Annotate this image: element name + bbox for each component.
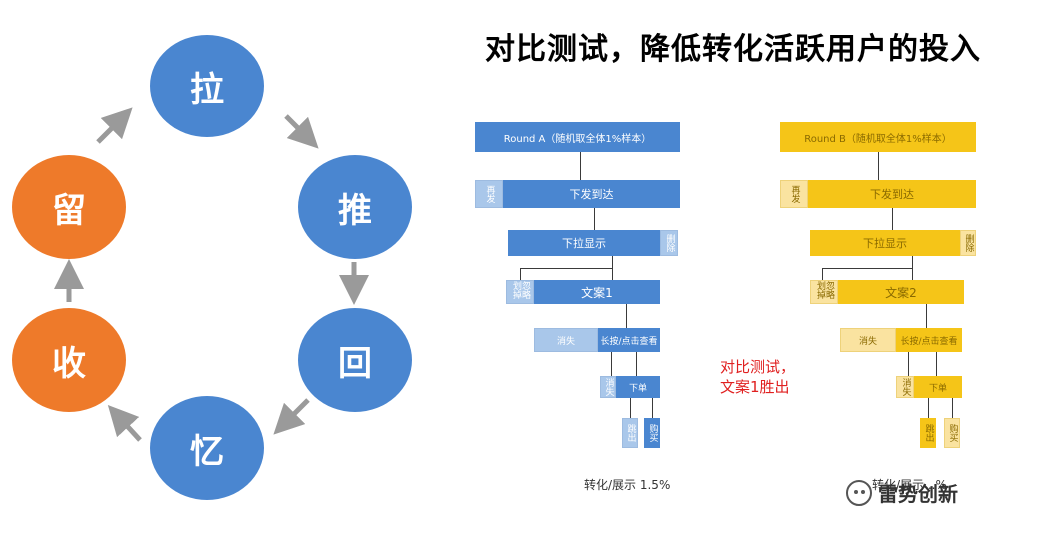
node-hui: 回 xyxy=(298,308,412,412)
node-yi: 忆 xyxy=(150,396,264,500)
funnel-b-connector xyxy=(822,268,823,280)
node-tui: 推 xyxy=(298,155,412,259)
funnel-a-side-5: 消失 xyxy=(600,376,616,398)
arrow-la-to-tui xyxy=(284,114,319,149)
funnel-b-side-2: 删除 xyxy=(960,230,976,256)
funnel-a-connector xyxy=(580,152,581,180)
funnel-b-level-2: 下拉显示 xyxy=(810,230,960,256)
funnel-a-out-2: 购买 xyxy=(644,418,660,448)
funnel-b-connector xyxy=(822,268,912,269)
funnel-a-connector xyxy=(612,256,613,280)
node-shou: 收 xyxy=(12,308,126,412)
funnel-a-connector xyxy=(636,352,637,376)
funnel-a-out-1: 跳出 xyxy=(622,418,638,448)
funnel-b-level-4: 长按/点击查看 xyxy=(896,328,962,352)
funnel-b-caption: 转化/展示 ..% xyxy=(872,478,947,492)
funnel-b-level-3: 文案2 xyxy=(838,280,964,304)
wechat-icon xyxy=(846,479,872,506)
node-la: 拉 xyxy=(150,35,264,137)
node-liu: 留 xyxy=(12,155,126,259)
funnel-b-connector xyxy=(926,304,927,328)
funnel-a-header: Round A（随机取全体1%样本） xyxy=(475,122,680,152)
funnel-b-side-1: 再发 xyxy=(780,180,808,208)
arrow-hui-to-yi xyxy=(273,398,310,435)
funnel-a-connector xyxy=(630,398,631,418)
funnel-b-side-5: 消失 xyxy=(896,376,914,398)
funnel-a-connector xyxy=(611,352,612,376)
funnel-a-caption: 转化/展示 1.5% xyxy=(584,478,671,492)
funnel-a-side-4: 消失 xyxy=(534,328,598,352)
watermark: 雷势创新 xyxy=(846,478,958,507)
funnel-b-connector xyxy=(912,256,913,280)
funnel-b-connector xyxy=(952,398,953,418)
funnel-b-header: Round B（随机取全体1%样本） xyxy=(780,122,976,152)
funnel-b-connector xyxy=(878,152,879,180)
arrow-liu-to-la xyxy=(96,107,133,144)
funnel-a-side-2: 删除 xyxy=(660,230,678,256)
funnel-b-out-1: 跳出 xyxy=(920,418,936,448)
funnel-a-level-2: 下拉显示 xyxy=(508,230,660,256)
funnel-a-connector xyxy=(652,398,653,418)
funnel-a-connector xyxy=(520,268,612,269)
funnel-b-connector xyxy=(892,208,893,230)
funnel-b-side-3: 忽略划掉 xyxy=(810,280,838,304)
funnel-b-connector xyxy=(928,398,929,418)
page-title: 对比测试，降低转化活跃用户的投入 xyxy=(485,32,981,67)
funnel-a-connector xyxy=(520,268,521,280)
funnel-b-out-2: 购买 xyxy=(944,418,960,448)
funnel-a-level-3: 文案1 xyxy=(534,280,660,304)
funnel-b-level-1: 下发到达 xyxy=(808,180,976,208)
watermark-text: 雷势创新 xyxy=(878,482,958,506)
funnel-a-level-4: 长按/点击查看 xyxy=(598,328,660,352)
arrow-yi-to-shou xyxy=(107,404,142,442)
funnel-b-connector xyxy=(908,352,909,376)
comparison-note: 对比测试， 文案1胜出 xyxy=(720,358,796,396)
funnel-a-side-1: 再发 xyxy=(475,180,503,208)
funnel-b-connector xyxy=(936,352,937,376)
funnel-a-side-3: 忽略划掉 xyxy=(506,280,534,304)
funnel-a-level-1: 下发到达 xyxy=(503,180,680,208)
funnel-a-connector xyxy=(626,304,627,328)
funnel-a-connector xyxy=(594,208,595,230)
funnel-b-level-5: 下单 xyxy=(914,376,962,398)
funnel-a-level-5: 下单 xyxy=(616,376,660,398)
funnel-b-side-4: 消失 xyxy=(840,328,896,352)
